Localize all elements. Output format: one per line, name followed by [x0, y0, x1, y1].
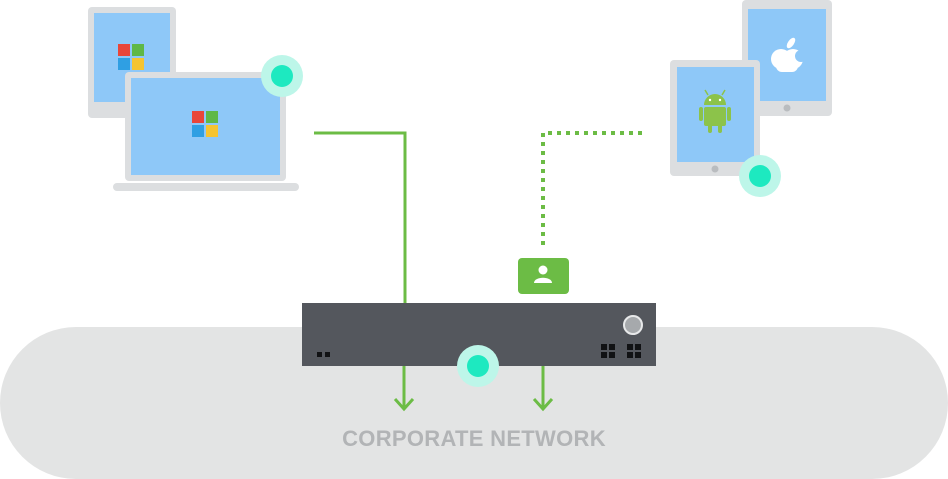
- apple-logo-icon: [771, 37, 807, 72]
- appliance-power-button: [623, 315, 643, 335]
- windows-logo-icon: [118, 44, 144, 70]
- laptop-status-indicator: [261, 55, 303, 97]
- mobile-status-indicator: [739, 155, 781, 197]
- windows-logo-icon: [192, 111, 218, 137]
- windows-laptop: [113, 72, 299, 191]
- appliance-ports-right: [601, 344, 641, 358]
- managed-device-link: [314, 131, 407, 303]
- unmanaged-device-link: [541, 131, 642, 250]
- user-icon: [534, 265, 552, 283]
- arrow-down-icon: [532, 366, 554, 412]
- appliance-ports-left: [317, 352, 330, 357]
- android-tablet: [670, 60, 760, 176]
- appliance-status-indicator: [457, 345, 499, 387]
- apple-tablet: [742, 0, 832, 116]
- corporate-network-cloud: [0, 327, 948, 479]
- user-badge: [518, 258, 569, 294]
- arrow-down-icon: [393, 366, 415, 412]
- network-label: CORPORATE NETWORK: [342, 426, 606, 451]
- android-logo-icon: [699, 89, 731, 133]
